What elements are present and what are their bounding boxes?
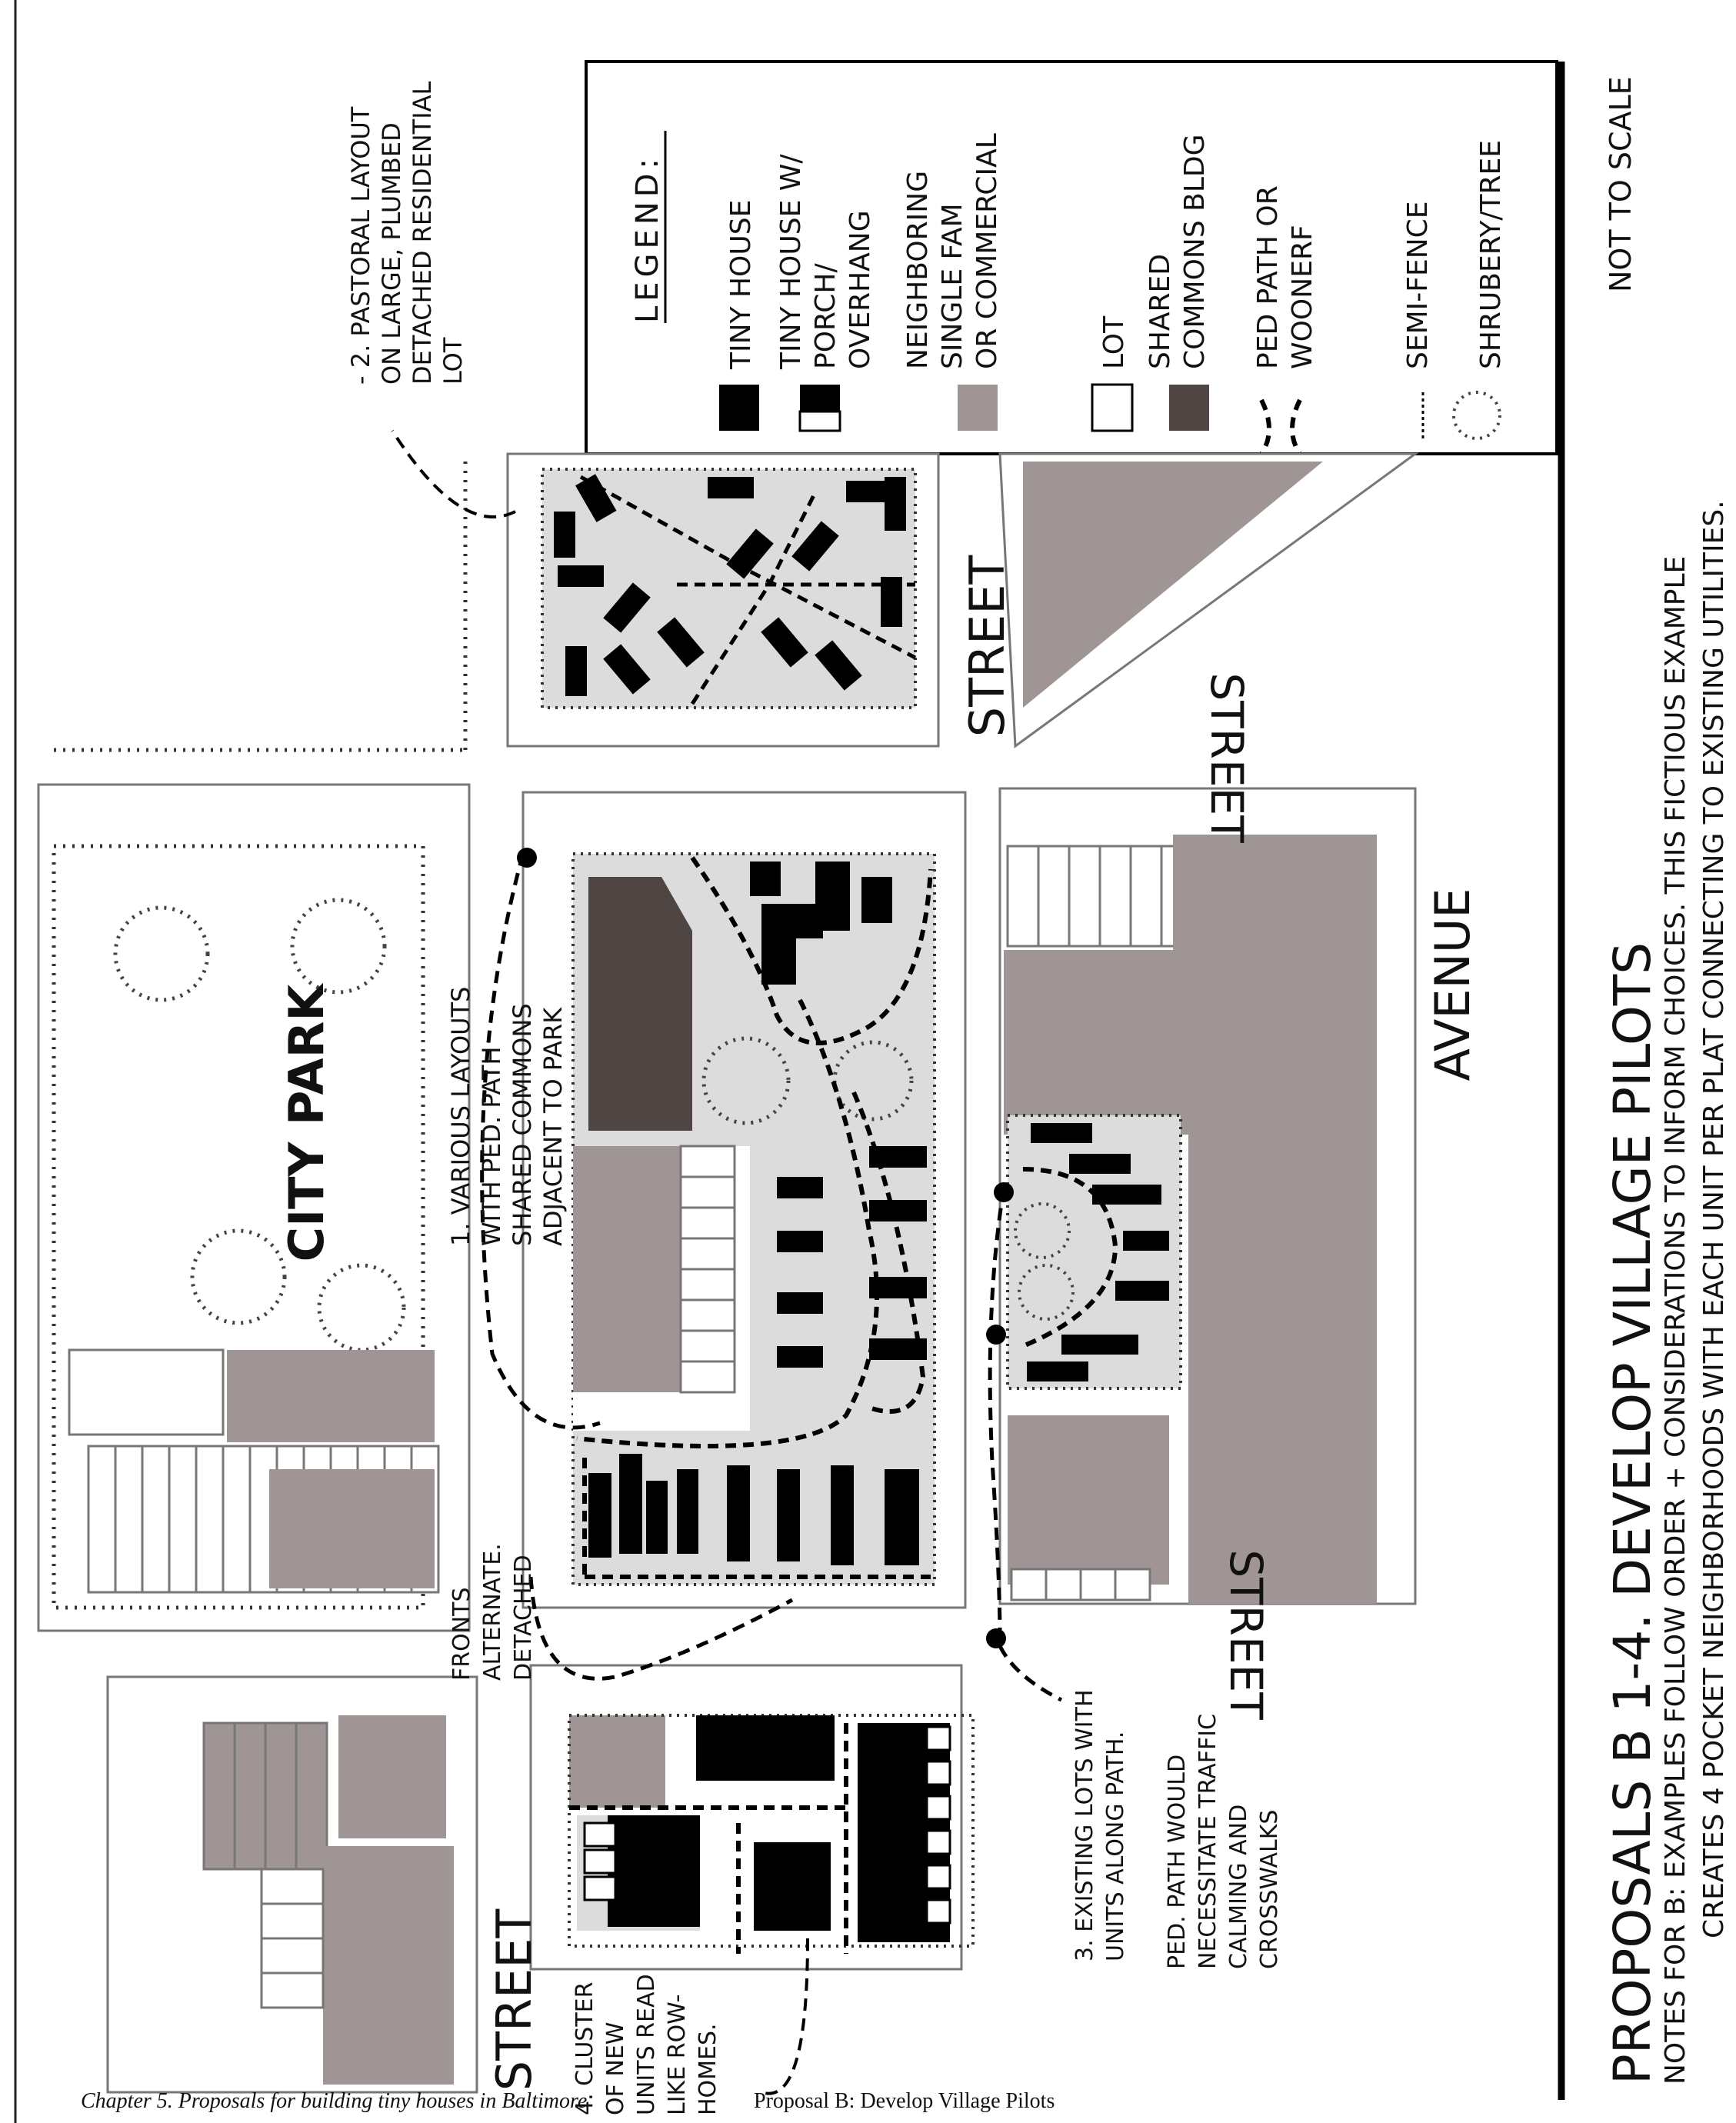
svg-text:CROSSWALKS: CROSSWALKS [1256,1810,1283,1969]
legend-commons-2: COMMONS BLDG [1179,134,1211,369]
block-row-homes [529,1664,975,1971]
scale-note: NOT TO SCALE [1604,76,1638,292]
svg-text:- 2. PASTORAL LAYOUT: - 2. PASTORAL LAYOUT [346,106,375,385]
annotation-1: 1. VARIOUS LAYOUTS WITH PED. PATH SHARED… [446,987,568,1246]
annotation-4: 4. CLUSTER OF NEW UNITS READ LIKE ROW- H… [571,1974,721,2115]
block-existing-lots [998,787,1417,1605]
svg-text:UNITS READ: UNITS READ [633,1974,660,2115]
legend-fence: SEMI-FENCE [1402,201,1434,369]
legend-porch-3: OVERHANG [845,210,876,369]
commons-swatch [1169,385,1209,431]
street-label-2: STREET [1201,672,1253,843]
svg-text:DETACHED: DETACHED [510,1555,537,1681]
svg-text:3. EXISTING LOTS WITH: 3. EXISTING LOTS WITH [1071,1689,1098,1961]
legend-tiny-house: TINY HOUSE [725,200,757,370]
svg-text:OF NEW: OF NEW [602,2022,629,2115]
legend-ped-1: PED PATH OR [1252,185,1284,369]
annotation-3b: PED. PATH WOULD NECESSITATE TRAFFIC CALM… [1164,1714,1283,1969]
annotation-2: - 2. PASTORAL LAYOUT ON LARGE, PLUMBED D… [346,81,468,385]
block-city-park: CITY PARK [37,783,471,1632]
neighbor-swatch [958,385,998,431]
annotation-3: 3. EXISTING LOTS WITH UNITS ALONG PATH. [1071,1689,1129,1961]
annotation-fronts: FRONTS ALTERNATE. DETACHED [448,1543,537,1681]
notes-line-2: CREATES 4 POCKET NEIGHBORHOODS WITH EACH… [1698,500,1730,1938]
lot-swatch [1091,383,1134,432]
legend-commons-1: SHARED [1145,254,1176,369]
street-label-1: STREET [959,555,1015,738]
svg-text:SHARED COMMONS: SHARED COMMONS [508,1003,537,1246]
svg-text:LIKE ROW-: LIKE ROW- [664,1995,691,2115]
svg-text:LOT: LOT [438,337,468,385]
ped-path-swatch [1259,398,1302,455]
svg-text:ON LARGE, PLUMBED: ON LARGE, PLUMBED [377,122,406,385]
svg-text:CALMING AND: CALMING AND [1225,1805,1252,1969]
notes-line-1: NOTES FOR B: EXAMPLES FOLLOW ORDER + CON… [1660,556,1691,2085]
avenue-label: AVENUE [1424,888,1481,1081]
tiny-house-swatch [719,385,759,431]
svg-text:ALTERNATE.: ALTERNATE. [479,1543,506,1681]
title-block: PROPOSALS B 1-4. DEVELOP VILLAGE PILOTS [1603,942,1662,2085]
svg-text:1. VARIOUS LAYOUTS: 1. VARIOUS LAYOUTS [446,987,475,1246]
legend-ped-2: WOONERF [1287,225,1318,369]
street-label-4: STREET [486,1908,542,2091]
svg-text:4. CLUSTER: 4. CLUSTER [571,1982,598,2115]
block-commons [521,791,967,1609]
page-title: PROPOSALS B 1-4. DEVELOP VILLAGE PILOTS [1603,942,1662,2085]
legend-neighbor-1: NEIGHBORING [902,171,934,369]
legend-porch-2: PORCH/ [810,263,841,369]
legend-heading: LEGEND: [630,154,665,323]
svg-text:FRONTS: FRONTS [448,1587,475,1681]
block-bottom-left [106,1675,478,2094]
city-park-label: CITY PARK [278,983,335,1262]
svg-text:UNITS ALONG PATH.: UNITS ALONG PATH. [1102,1731,1129,1961]
legend-lot: LOT [1098,315,1130,369]
footer-chapter: Chapter 5. Proposals for building tiny h… [81,2089,587,2113]
legend-porch-1: TINY HOUSE W/ [775,154,807,370]
legend-neighbor-3: OR COMMERCIAL [971,133,1003,369]
svg-text:DETACHED RESIDENTIAL: DETACHED RESIDENTIAL [408,81,437,385]
svg-text:ADJACENT TO PARK: ADJACENT TO PARK [538,1007,568,1246]
svg-text:WITH PED. PATH: WITH PED. PATH [477,1046,506,1246]
legend-tree: SHRUBERY/TREE [1475,140,1507,369]
footer-proposal: Proposal B: Develop Village Pilots [754,2089,1055,2113]
tree-swatch [1452,391,1501,440]
legend-neighbor-2: SINGLE FAM [937,203,968,369]
street-label-3: STREET [1220,1549,1272,1720]
main-ped-path [480,853,794,1681]
svg-text:NECESSITATE TRAFFIC: NECESSITATE TRAFFIC [1195,1714,1221,1969]
block-pastoral [506,452,940,748]
svg-text:PED. PATH WOULD: PED. PATH WOULD [1164,1755,1191,1969]
svg-text:HOMES.: HOMES. [695,2023,721,2115]
